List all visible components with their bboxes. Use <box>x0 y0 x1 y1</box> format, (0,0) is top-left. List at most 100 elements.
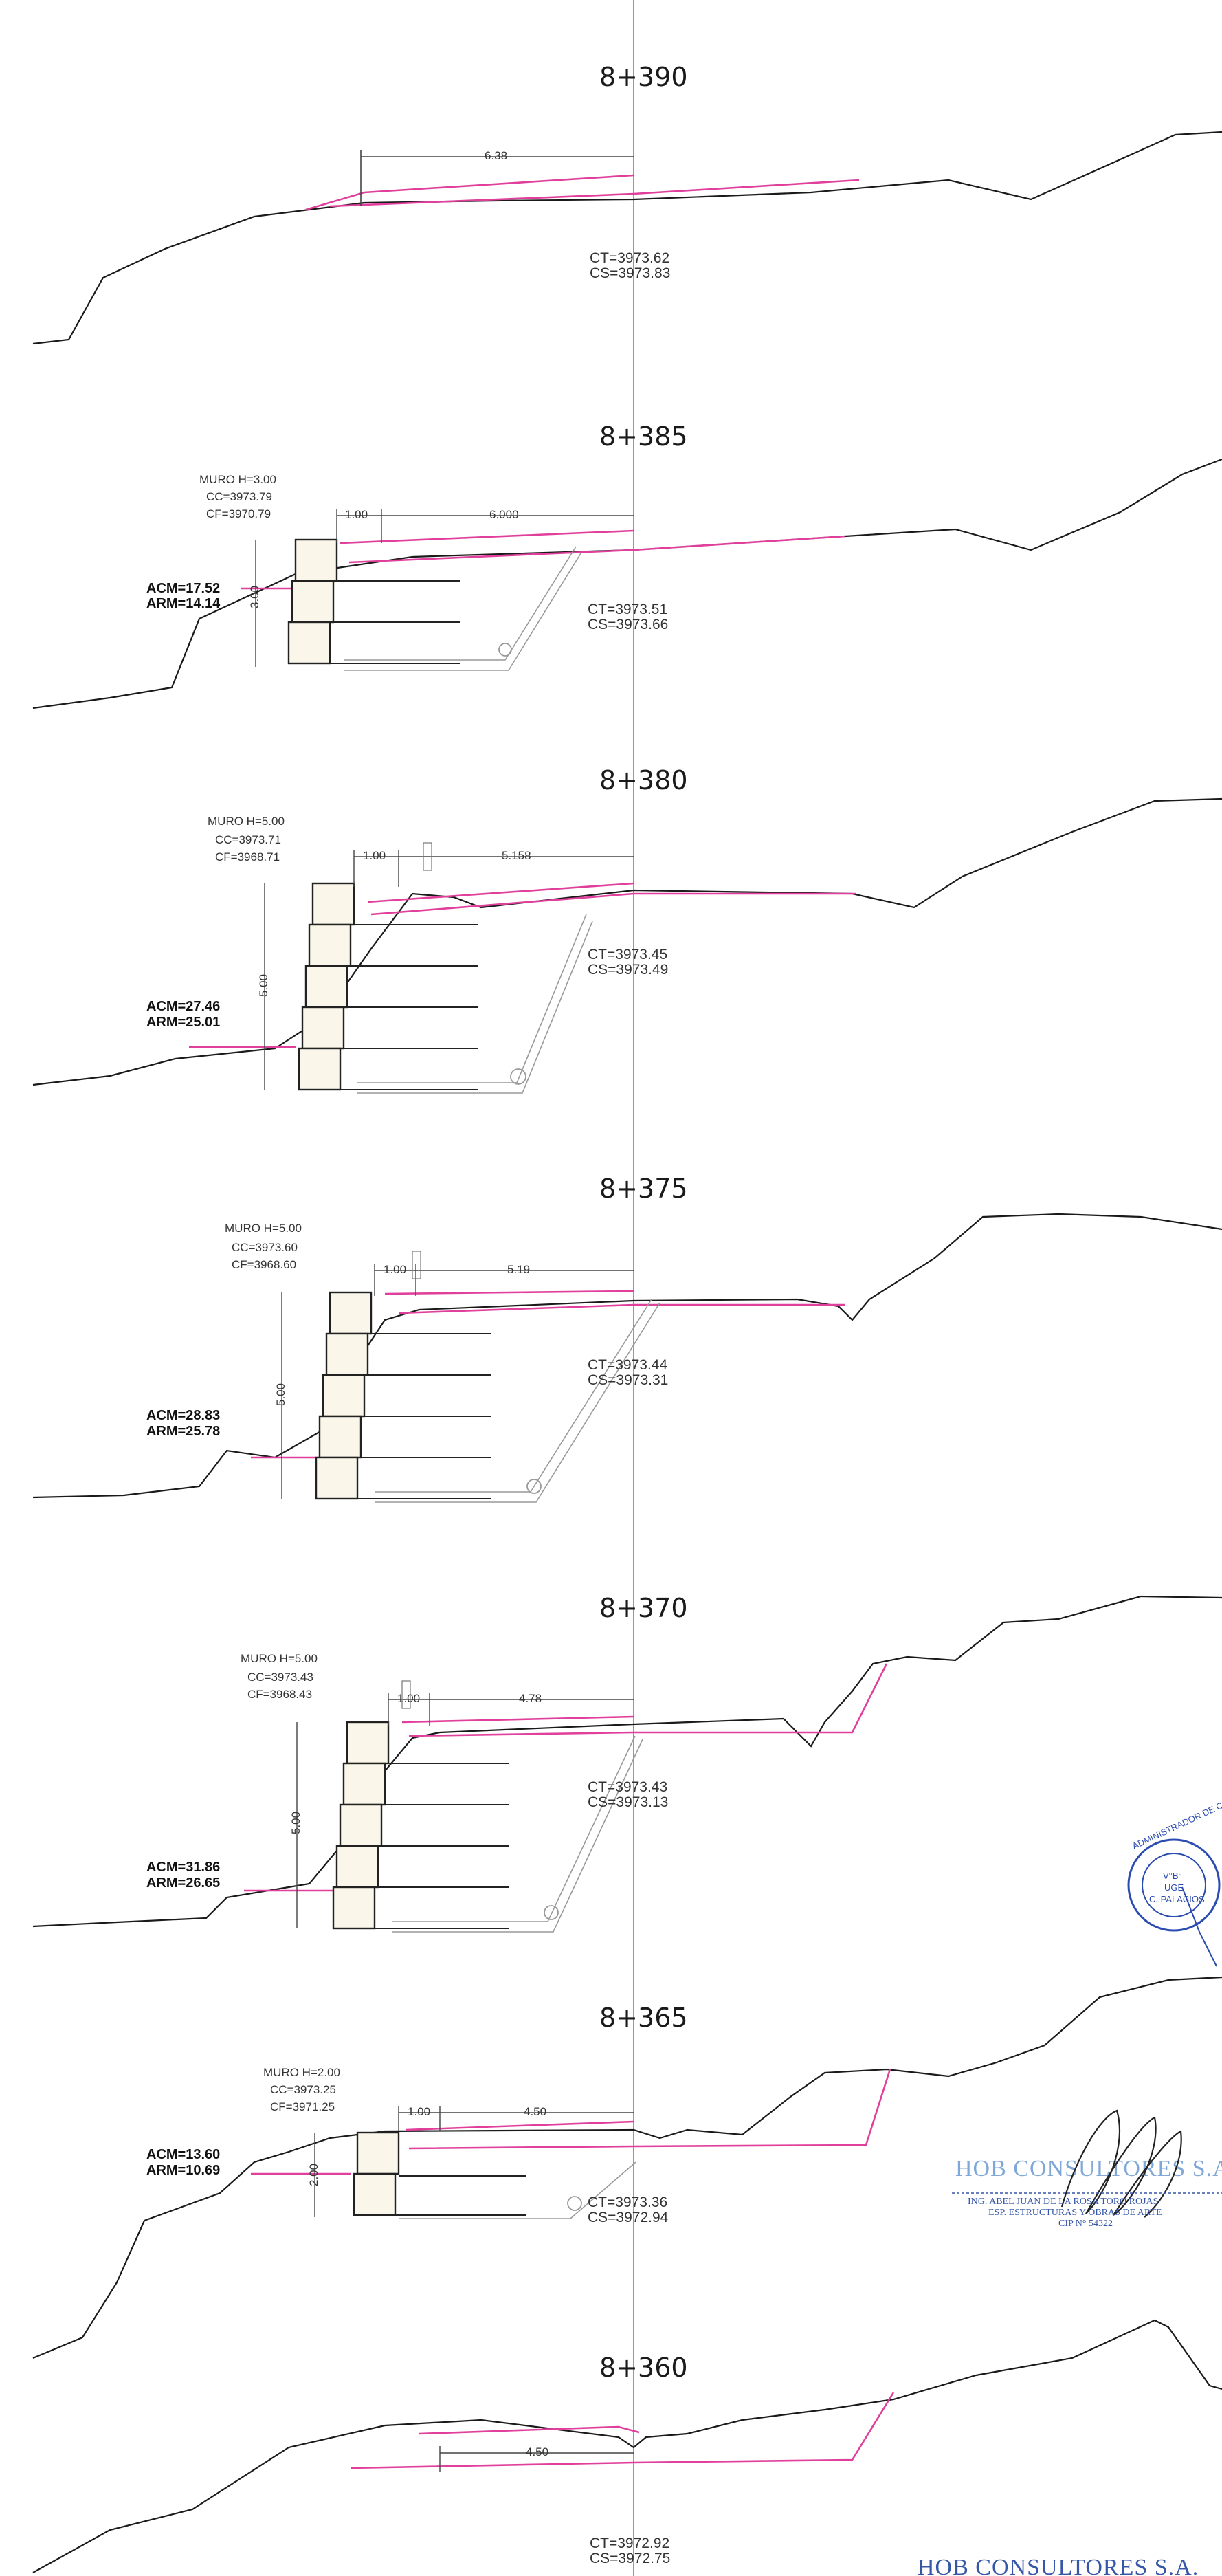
drain-pipe <box>526 1479 542 1494</box>
dimension-width: 4.50 <box>524 2105 546 2118</box>
design-grade-line <box>348 535 846 564</box>
design-grade-line <box>408 1663 888 1737</box>
design-grade-line <box>340 529 634 544</box>
drain-pipe <box>510 1068 526 1085</box>
terrain-line <box>32 1976 1222 2359</box>
backfill-marker <box>401 1680 411 1709</box>
wall-height-dimension: 5.00 <box>257 974 270 997</box>
wall-height-dimension: 2.00 <box>307 2164 320 2186</box>
wall-height: MURO H=3.00 <box>199 473 276 486</box>
cf-elevation: CF=3968.60 <box>232 1258 296 1271</box>
wall-block <box>356 2131 400 2175</box>
arm-area: ARM=25.01 <box>146 1015 220 1030</box>
terrain-line <box>32 1595 1222 1928</box>
wall-block <box>342 1762 386 1806</box>
station-label: 8+375 <box>599 1174 688 1204</box>
cf-elevation: CF=3968.43 <box>247 1688 312 1701</box>
wall-block <box>291 580 335 624</box>
cs-elevation: CS=3972.94 <box>588 2210 669 2225</box>
design-grade-line <box>419 2425 640 2435</box>
ct-elevation: CT=3973.62 <box>590 250 669 266</box>
dimension-offset: 1.00 <box>363 849 386 862</box>
wall-height: MURO H=2.00 <box>263 2066 340 2079</box>
station-label: 8+370 <box>599 1593 688 1623</box>
stamp-line-2: UGE <box>1164 1882 1184 1893</box>
wall-block <box>304 965 348 1009</box>
ct-elevation: CT=3973.43 <box>588 1779 667 1795</box>
section-8-360: 8+360 4.50 CT=3972.92 CS=3972.75 <box>32 2319 1222 2573</box>
ct-elevation: CT=3973.45 <box>588 947 667 962</box>
cc-elevation: CC=3973.71 <box>215 833 281 846</box>
station-label: 8+385 <box>599 421 688 452</box>
dimension-offset: 1.00 <box>397 1692 420 1705</box>
cc-elevation: CC=3973.60 <box>232 1241 298 1254</box>
wall-height-dimension: 3.00 <box>248 586 261 608</box>
wall-height-dimension: 5.00 <box>274 1383 287 1406</box>
dimension-width: 5.158 <box>502 849 531 862</box>
drain-pipe <box>544 1905 559 1920</box>
wall-block <box>339 1803 383 1847</box>
terrain-line <box>32 1213 1222 1499</box>
firm-name: HOB CONSULTORES S.A. <box>955 2156 1222 2181</box>
section-8-375: 8+375 MURO H=5.00 CC=3973.60 CF=3968.60 … <box>32 1174 1222 1503</box>
dimension-offset: 1.00 <box>345 508 368 521</box>
stamp-line-3: C. PALACIOS <box>1149 1894 1205 1904</box>
excavation-line <box>344 546 577 661</box>
section-8-365: 8+365 MURO H=2.00 CC=3973.25 CF=3971.25 … <box>32 1976 1222 2359</box>
backfill-marker <box>412 1251 421 1279</box>
wall-height-dimension: 5.00 <box>289 1812 302 1834</box>
cs-elevation: CS=3973.13 <box>588 1794 668 1810</box>
design-grade-line <box>350 2392 895 2469</box>
wall-block <box>325 1332 369 1376</box>
wall-height: MURO H=5.00 <box>208 815 285 828</box>
drain-pipe <box>567 2196 582 2211</box>
dimension-offset: 1.00 <box>384 1263 406 1276</box>
cc-elevation: CC=3973.43 <box>247 1671 313 1684</box>
ct-elevation: CT=3973.36 <box>588 2194 667 2210</box>
stamp-inner-ring <box>1142 1853 1206 1917</box>
acm-area: ACM=13.60 <box>146 2147 220 2162</box>
backfill-marker <box>423 842 432 871</box>
ct-elevation: CT=3973.44 <box>588 1357 667 1373</box>
acm-area: ACM=27.46 <box>146 999 220 1014</box>
design-grade-line <box>408 2069 891 2150</box>
excavation-line <box>375 1299 652 1493</box>
dimension-width: 6.000 <box>489 508 519 521</box>
arm-area: ARM=25.78 <box>146 1424 220 1439</box>
wall-block <box>308 923 352 967</box>
cf-elevation: CF=3968.71 <box>215 850 280 863</box>
wall-block <box>287 621 331 665</box>
design-grade-line <box>401 1715 634 1724</box>
stamp-outer-ring <box>1127 1838 1221 1932</box>
cs-elevation: CS=3972.75 <box>590 2551 670 2566</box>
wall-height: MURO H=5.00 <box>241 1652 318 1665</box>
cs-elevation: CS=3973.49 <box>588 962 668 978</box>
station-label: 8+365 <box>599 2003 688 2033</box>
dimension-width: 5.19 <box>507 1263 530 1276</box>
dimension-width: 4.50 <box>526 2445 548 2458</box>
section-8-390: 8+390 6.38 CT=3973.62 CS=3973.83 <box>32 62 1222 345</box>
arm-area: ARM=26.65 <box>146 1875 220 1891</box>
excavation-line <box>375 1302 660 1503</box>
ct-elevation: CT=3973.51 <box>588 602 667 617</box>
excavation-line <box>344 553 581 671</box>
dimension-width: 6.38 <box>485 149 507 162</box>
excavation-line <box>357 914 587 1083</box>
section-8-370: 8+370 MURO H=5.00 CC=3973.43 CF=3968.43 … <box>32 1593 1222 1933</box>
acm-area: ACM=28.83 <box>146 1408 220 1423</box>
wall-block <box>353 2172 397 2216</box>
design-grade-line <box>370 892 856 916</box>
stamp-line-1: V°B° <box>1163 1871 1182 1881</box>
engineer-specialty: ESP. ESTRUCTURAS Y OBRAS DE ARTE <box>988 2208 1162 2218</box>
engineer-signature-block: HOB CONSULTORES S.A. ING. ABEL JUAN DE L… <box>952 2109 1222 2229</box>
cs-elevation: CS=3973.83 <box>590 265 670 281</box>
stamp-signature-stroke <box>1181 1886 1217 1967</box>
engineer-cip: CIP N° 54322 <box>1058 2219 1113 2229</box>
cf-elevation: CF=3970.79 <box>206 507 271 520</box>
arm-area: ARM=10.69 <box>146 2163 220 2178</box>
design-grade-line <box>405 2120 634 2131</box>
station-label: 8+390 <box>599 62 688 92</box>
terrain-line <box>32 797 1222 1086</box>
acm-area: ACM=17.52 <box>146 581 220 596</box>
